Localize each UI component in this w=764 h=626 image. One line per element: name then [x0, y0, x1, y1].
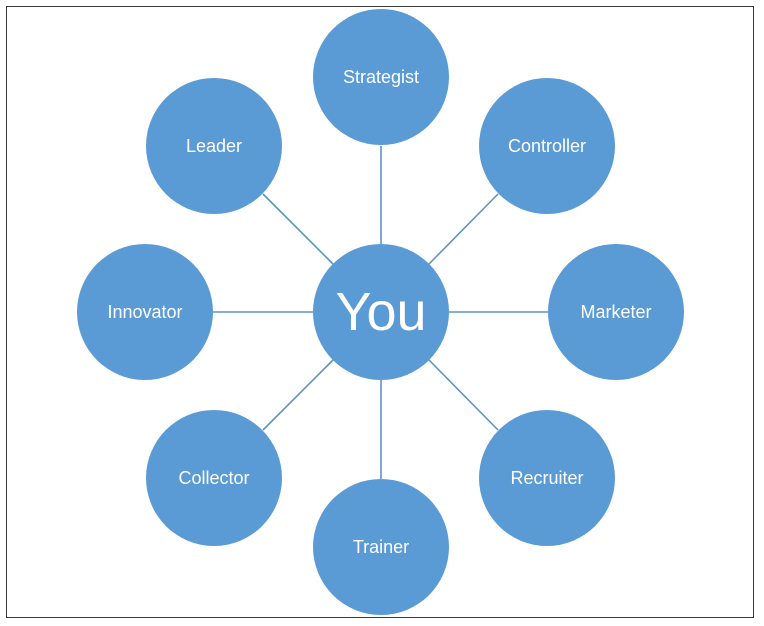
- node-circle-collector: [146, 410, 282, 546]
- node-layer: Strategist Controller Marketer Recruiter…: [77, 9, 684, 615]
- node-marketer: Marketer: [548, 244, 684, 380]
- node-leader: Leader: [146, 78, 282, 214]
- node-circle-trainer: [313, 479, 449, 615]
- node-label-marketer: Marketer: [580, 302, 651, 322]
- node-strategist: Strategist: [313, 9, 449, 145]
- connector-layer: [213, 146, 548, 479]
- node-label-innovator: Innovator: [107, 302, 182, 322]
- connector-leader: [262, 193, 334, 265]
- node-circle-leader: [146, 78, 282, 214]
- node-label-collector: Collector: [178, 468, 249, 488]
- node-innovator: Innovator: [77, 244, 213, 380]
- node-collector: Collector: [146, 410, 282, 546]
- center-label: You: [335, 282, 426, 342]
- node-label-trainer: Trainer: [353, 537, 409, 557]
- node-label-recruiter: Recruiter: [510, 468, 583, 488]
- node-center: You: [313, 244, 449, 380]
- node-circle-marketer: [548, 244, 684, 380]
- node-circle-controller: [479, 78, 615, 214]
- node-circle-strategist: [313, 9, 449, 145]
- node-label-controller: Controller: [508, 136, 586, 156]
- connector-controller: [428, 193, 499, 265]
- node-label-leader: Leader: [186, 136, 242, 156]
- node-circle-innovator: [77, 244, 213, 380]
- node-label-strategist: Strategist: [343, 67, 419, 87]
- node-controller: Controller: [479, 78, 615, 214]
- node-circle-recruiter: [479, 410, 615, 546]
- center-circle: [313, 244, 449, 380]
- node-trainer: Trainer: [313, 479, 449, 615]
- connector-collector: [262, 359, 334, 431]
- node-recruiter: Recruiter: [479, 410, 615, 546]
- connector-recruiter: [428, 359, 499, 431]
